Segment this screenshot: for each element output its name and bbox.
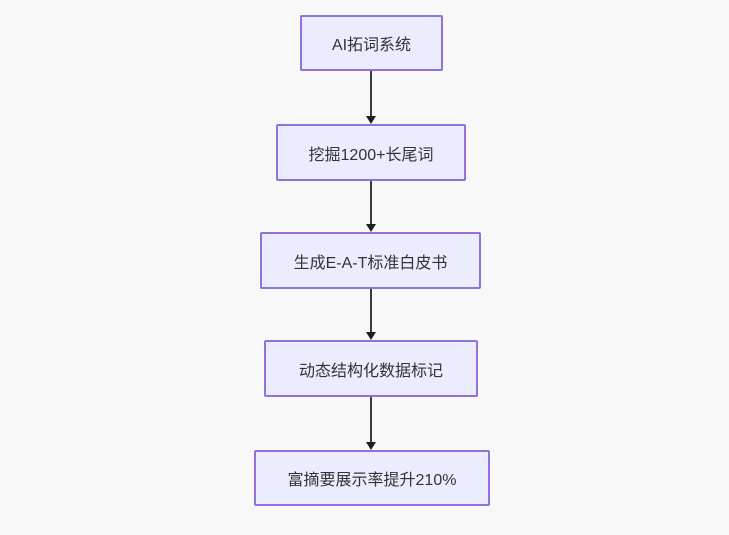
flow-node-structured-data: 动态结构化数据标记 bbox=[264, 340, 478, 397]
arrow-line bbox=[370, 71, 372, 116]
flow-arrow-4 bbox=[365, 397, 377, 450]
arrow-down-icon bbox=[366, 332, 376, 340]
flow-node-label: 挖掘1200+长尾词 bbox=[308, 146, 434, 164]
flow-node-label: 富摘要展示率提升210% bbox=[287, 472, 457, 489]
arrow-down-icon bbox=[366, 116, 376, 124]
flow-arrow-3 bbox=[365, 289, 377, 340]
flow-node-ai-word-system: AI拓词系统 bbox=[300, 15, 443, 71]
arrow-line bbox=[370, 397, 372, 442]
flow-arrow-1 bbox=[365, 71, 377, 124]
flow-node-eat-whitepaper: 生成E-A-T标准白皮书 bbox=[260, 232, 481, 289]
arrow-down-icon bbox=[366, 442, 376, 450]
flow-node-label: 动态结构化数据标记 bbox=[298, 362, 443, 380]
flow-arrow-2 bbox=[365, 181, 377, 232]
arrow-line bbox=[370, 181, 372, 224]
flow-node-label: AI拓词系统 bbox=[331, 37, 412, 54]
flow-node-rich-snippet-result: 富摘要展示率提升210% bbox=[254, 450, 490, 506]
flow-node-label: 生成E-A-T标准白皮书 bbox=[293, 254, 448, 272]
arrow-down-icon bbox=[366, 224, 376, 232]
flow-node-longtail-mining: 挖掘1200+长尾词 bbox=[276, 124, 466, 181]
arrow-line bbox=[370, 289, 372, 332]
